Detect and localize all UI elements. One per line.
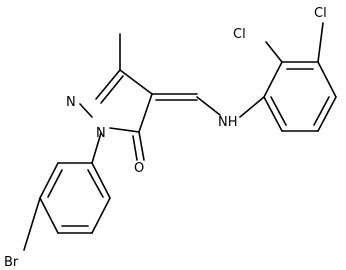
bond-dcp-d3 [270, 96, 287, 126]
bond-n1-n2 [79, 103, 93, 118]
atom-n-aryl: N [96, 126, 106, 141]
bond-carbonyl [138, 131, 145, 161]
bond-dcp-6 [263, 96, 283, 132]
atom-oxygen: O [134, 161, 144, 176]
bond-bp-3 [39, 197, 59, 234]
atom-bromine: Br [4, 255, 19, 270]
bond-n1-c3 [95, 69, 121, 100]
bond-dcp-3 [317, 61, 337, 98]
bond-dcp-4 [317, 96, 337, 132]
bond-ch-nh [196, 96, 221, 116]
bond-dcp-1 [263, 61, 283, 98]
atom-amine: NH [218, 115, 238, 130]
bond-c5-n2 [109, 127, 140, 133]
bond-bp-d1 [47, 169, 63, 198]
pyrazolone-ring [79, 33, 153, 161]
bond-dcp-d2 [313, 96, 330, 126]
bond-cl-1 [265, 41, 283, 63]
bond-bp-6 [91, 162, 111, 199]
bond-c4-c5 [138, 93, 153, 133]
bond-c3-c4 [119, 69, 153, 95]
bromophenyl-ring [23, 132, 111, 251]
dichlorophenyl-ring [263, 22, 337, 132]
bond-bp-2 [39, 162, 59, 199]
bond-br [23, 197, 41, 251]
bond-nh-aryl [239, 96, 265, 118]
atom-chlorine-2: Cl [314, 6, 327, 21]
bond-bp-d3 [87, 169, 104, 198]
atom-chlorine-1: Cl [233, 27, 246, 42]
enamine-linker [151, 93, 265, 118]
bond-carbonyl-inner [132, 135, 138, 161]
bond-cl-2 [317, 22, 324, 63]
bond-bp-5 [91, 197, 111, 234]
bond-n1-c3-inner [100, 75, 124, 104]
bond-n-aryl [91, 132, 102, 164]
atom-n-ring: N [66, 95, 76, 110]
